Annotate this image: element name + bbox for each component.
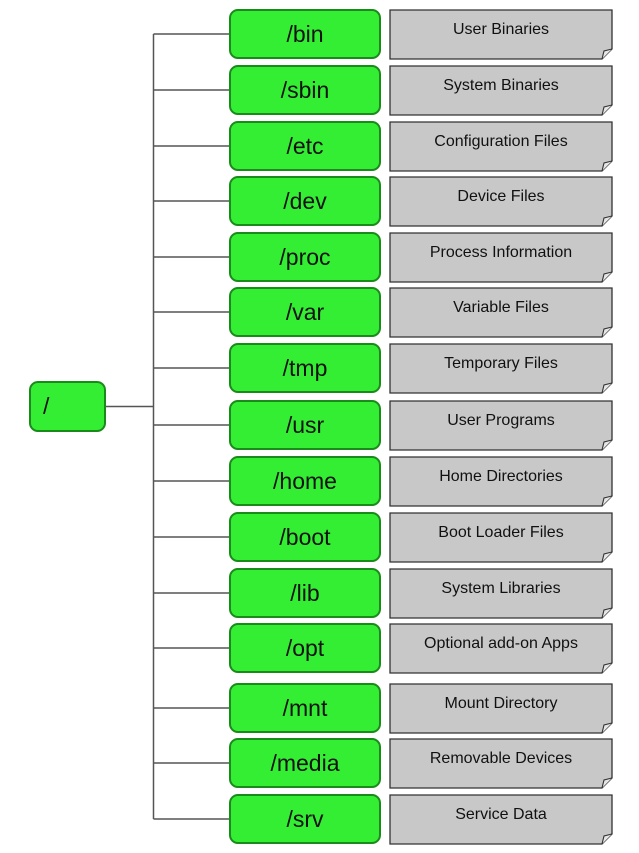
directory-label: /lib	[290, 579, 320, 606]
directory-label: /var	[285, 298, 325, 325]
description-note-dev: Device Files	[389, 176, 613, 227]
directory-label: /tmp	[282, 354, 328, 381]
note-shape	[389, 512, 613, 563]
directory-node-tmp: /tmp	[229, 343, 381, 393]
directory-node-etc: /etc	[229, 121, 381, 171]
note-shape	[389, 794, 613, 845]
description-label: Home Directories	[439, 468, 563, 485]
directory-node-opt: /opt	[229, 623, 381, 673]
note-shape	[389, 456, 613, 507]
directory-node-srv: /srv	[229, 794, 381, 844]
description-note-home: Home Directories	[389, 456, 613, 507]
description-note-tmp: Temporary Files	[389, 343, 613, 394]
directory-node-var: /var	[229, 287, 381, 337]
directory-label: /usr	[285, 411, 325, 438]
note-shape	[389, 176, 613, 227]
description-label: Configuration Files	[434, 133, 568, 150]
directory-node-boot: /boot	[229, 512, 381, 562]
description-label: Removable Devices	[429, 750, 573, 767]
description-note-srv: Service Data	[389, 794, 613, 845]
directory-node-dev: /dev	[229, 176, 381, 226]
directory-label: /bin	[286, 20, 324, 47]
description-label: Mount Directory	[444, 695, 558, 712]
description-note-opt: Optional add-on Apps	[389, 623, 613, 674]
description-note-boot: Boot Loader Files	[389, 512, 613, 563]
description-label: System Binaries	[443, 77, 559, 94]
description-note-media: Removable Devices	[389, 738, 613, 789]
description-label: System Libraries	[441, 580, 561, 597]
directory-label: /mnt	[282, 694, 328, 721]
description-note-usr: User Programs	[389, 400, 613, 451]
description-note-etc: Configuration Files	[389, 121, 613, 172]
note-shape	[389, 623, 613, 674]
note-shape	[389, 65, 613, 116]
directory-label: /etc	[286, 132, 324, 159]
directory-label: /sbin	[280, 76, 330, 103]
description-label: Process Information	[429, 244, 573, 261]
description-note-proc: Process Information	[389, 232, 613, 283]
directory-node-lib: /lib	[229, 568, 381, 618]
description-label: User Programs	[447, 412, 555, 429]
note-shape	[389, 400, 613, 451]
description-note-bin: User Binaries	[389, 9, 613, 60]
description-note-sbin: System Binaries	[389, 65, 613, 116]
note-shape	[389, 568, 613, 619]
description-label: Temporary Files	[444, 355, 558, 372]
description-label: Boot Loader Files	[438, 524, 564, 541]
directory-label: /dev	[283, 187, 327, 214]
directory-node-proc: /proc	[229, 232, 381, 282]
directory-node-mnt: /mnt	[229, 683, 381, 733]
directory-label: /home	[273, 467, 337, 494]
directory-label: /srv	[286, 805, 324, 832]
description-label: User Binaries	[452, 21, 550, 38]
directory-node-bin: /bin	[229, 9, 381, 59]
description-note-lib: System Libraries	[389, 568, 613, 619]
note-shape	[389, 287, 613, 338]
root-directory-node: /	[29, 381, 106, 432]
description-note-mnt: Mount Directory	[389, 683, 613, 734]
description-label: Optional add-on Apps	[424, 635, 578, 652]
directory-label: /opt	[285, 634, 325, 661]
note-shape	[389, 343, 613, 394]
description-note-var: Variable Files	[389, 287, 613, 338]
directory-node-home: /home	[229, 456, 381, 506]
directory-label: /media	[270, 749, 340, 776]
note-shape	[389, 738, 613, 789]
root-directory-label: /	[43, 393, 50, 419]
description-label: Service Data	[455, 806, 547, 823]
note-shape	[389, 9, 613, 60]
directory-label: /boot	[279, 523, 331, 550]
note-shape	[389, 232, 613, 283]
note-shape	[389, 683, 613, 734]
directory-node-media: /media	[229, 738, 381, 788]
description-label: Device Files	[457, 188, 545, 205]
note-shape	[389, 121, 613, 172]
directory-node-sbin: /sbin	[229, 65, 381, 115]
description-label: Variable Files	[453, 299, 549, 316]
directory-label: /proc	[279, 243, 331, 270]
directory-node-usr: /usr	[229, 400, 381, 450]
